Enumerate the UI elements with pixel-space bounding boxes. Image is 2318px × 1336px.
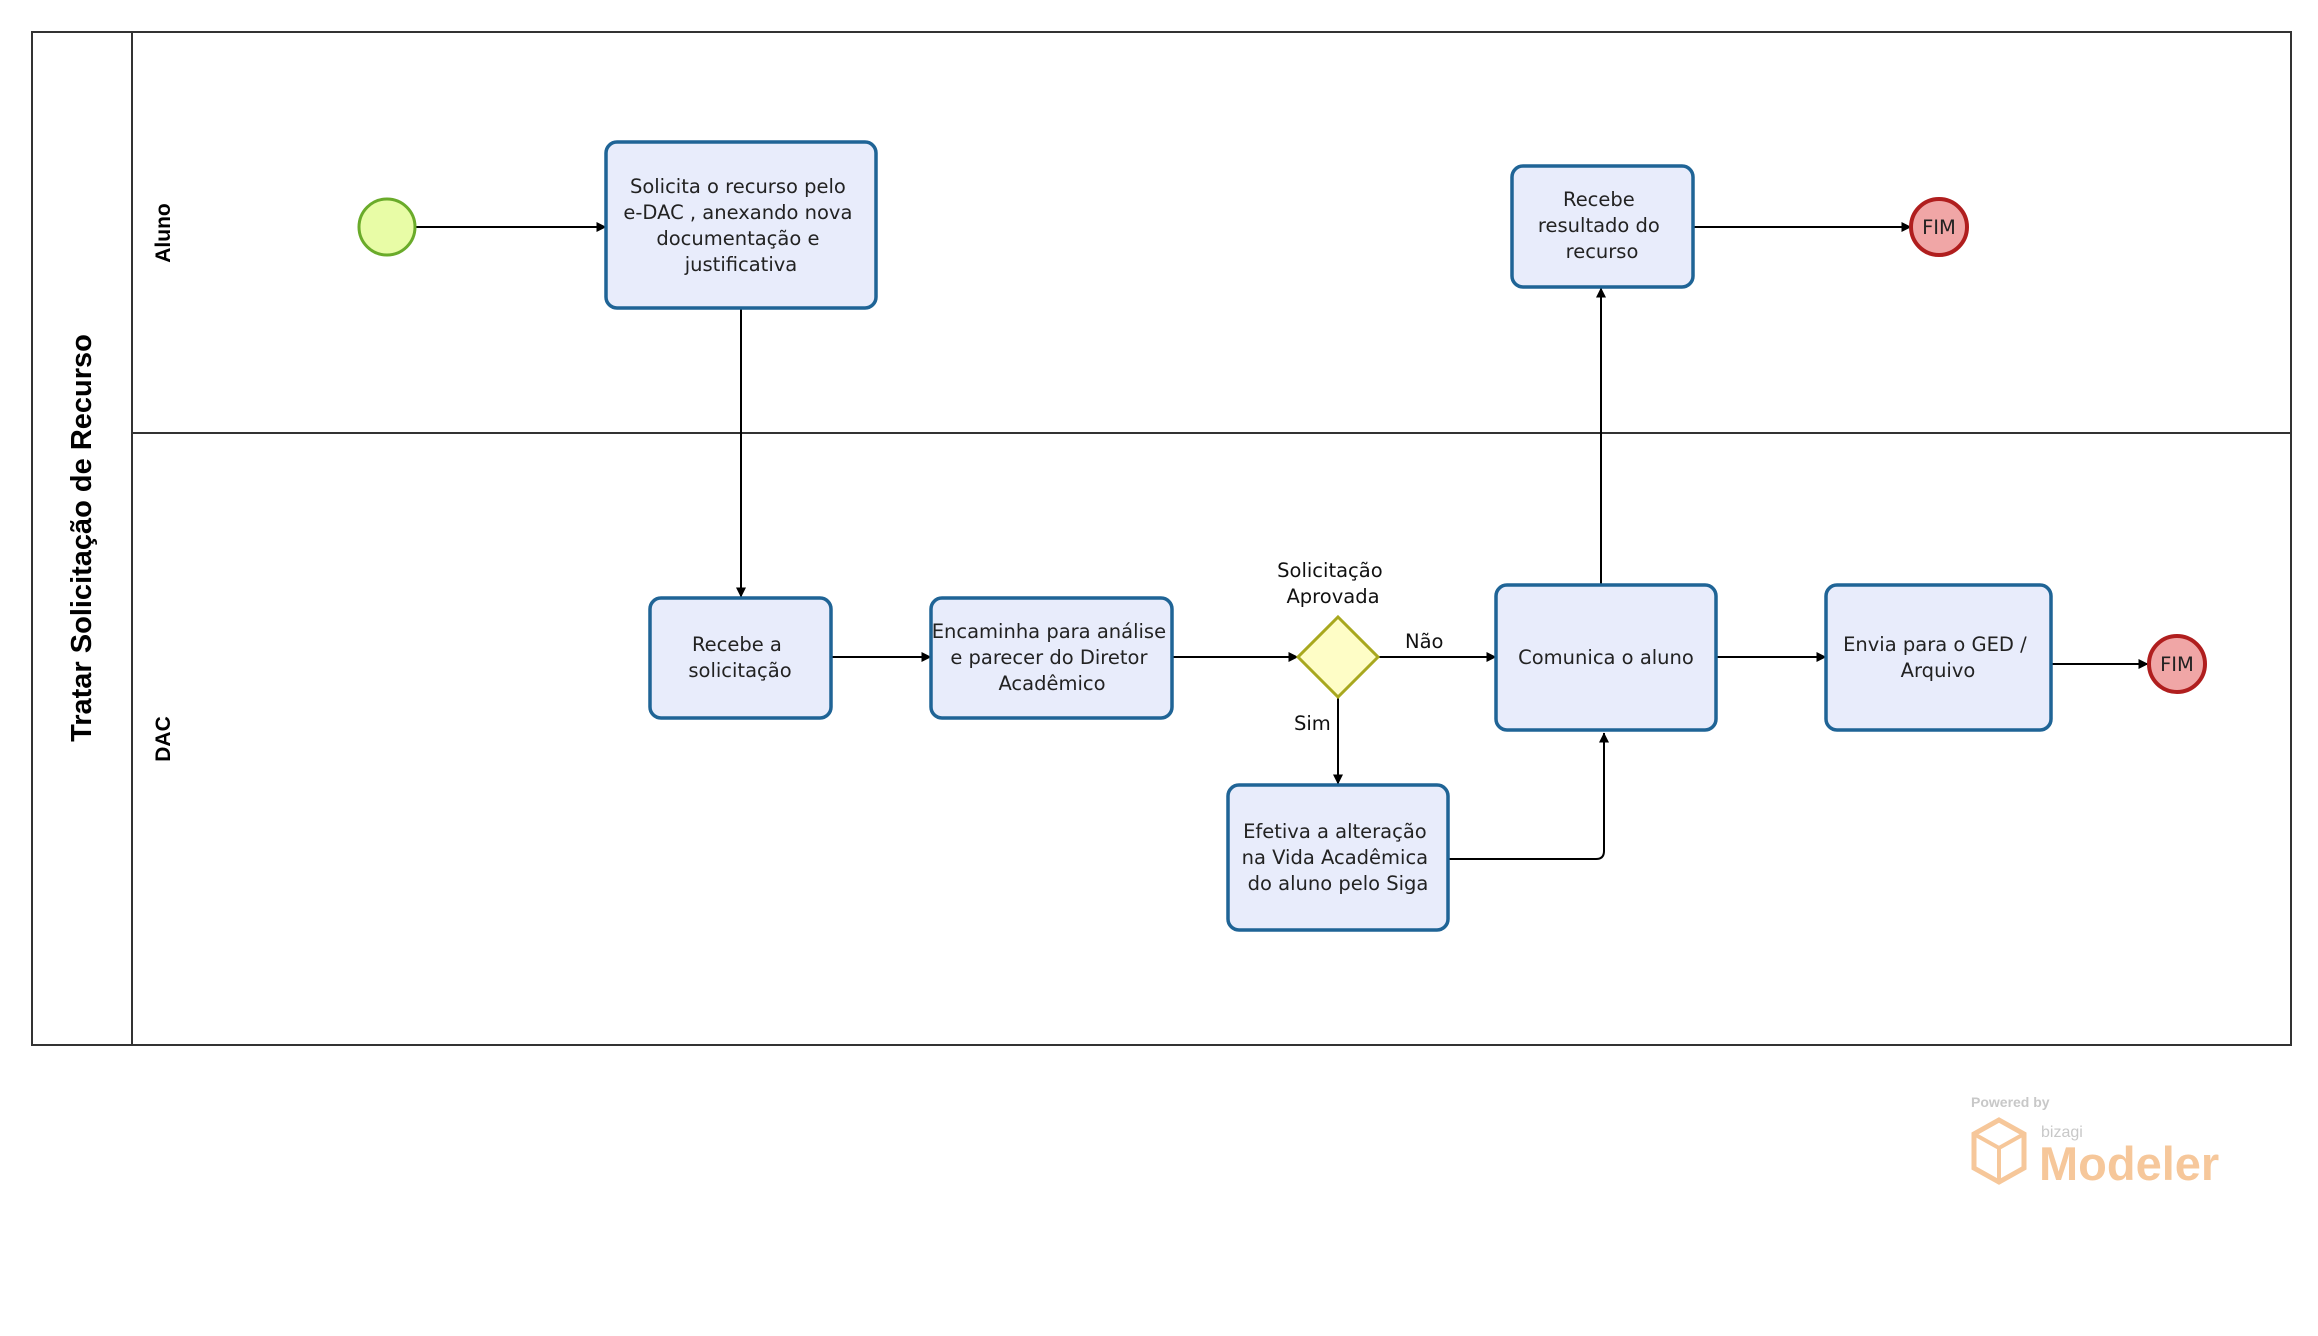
- task-label: Recebe a solicitação: [688, 633, 791, 682]
- end-circle: [2147, 634, 2207, 694]
- lane-title-aluno: Aluno: [152, 203, 175, 262]
- task-box: [648, 596, 833, 720]
- task-box: [604, 140, 878, 310]
- end-event-aluno: FIM: [1909, 197, 1969, 257]
- pool: Tratar Solicitação de Recurso Aluno DAC: [31, 31, 2292, 1046]
- watermark-product: Modeler: [2039, 1137, 2219, 1190]
- task-label: Encaminha para análise e parecer do Dire…: [932, 620, 1173, 695]
- task-envia-ged: Envia para o GED / Arquivo: [1824, 583, 2053, 732]
- bizagi-logo-inner-icon: [1973, 1132, 2025, 1151]
- gateway-yes-label: Sim: [1294, 712, 1331, 735]
- end-label: FIM: [2160, 653, 2194, 676]
- pool-border: [31, 31, 2292, 1046]
- gateway-solicitacao-aprovada: Solicitação Aprovada Não Sim: [1277, 559, 1443, 735]
- task-recebe-resultado: Recebe resultado do recurso: [1510, 164, 1695, 289]
- end-event-dac: FIM: [2147, 634, 2207, 694]
- task-label: Envia para o GED / Arquivo: [1843, 633, 2033, 682]
- task-encaminha-analise: Encaminha para análise e parecer do Dire…: [929, 596, 1174, 720]
- gateway-label: Solicitação Aprovada: [1277, 559, 1389, 608]
- watermark-powered-by: Powered by: [1971, 1094, 2050, 1110]
- task-solicita-recurso: Solicita o recurso pelo e-DAC , anexando…: [604, 140, 878, 310]
- task-box: [1510, 164, 1695, 289]
- gateway-no-label: Não: [1405, 630, 1443, 653]
- end-circle: [1909, 197, 1969, 257]
- task-label: Solicita o recurso pelo e-DAC , anexando…: [623, 175, 858, 276]
- task-label: Efetiva a alteração na Vida Acadêmica do…: [1242, 820, 1435, 895]
- start-event: [357, 197, 417, 257]
- task-efetiva-alteracao: Efetiva a alteração na Vida Acadêmica do…: [1226, 783, 1450, 932]
- lane-title-dac: DAC: [152, 716, 175, 762]
- watermark-brand: bizagi: [2041, 1124, 2083, 1141]
- pool-title: Tratar Solicitação de Recurso: [66, 334, 98, 742]
- gateway-diamond: [1295, 614, 1381, 700]
- task-comunica-aluno: Comunica o aluno: [1494, 583, 1718, 732]
- task-box: [1226, 783, 1450, 932]
- task-box: [1494, 583, 1718, 732]
- task-label: Recebe resultado do recurso: [1538, 188, 1666, 263]
- end-label: FIM: [1922, 216, 1956, 239]
- task-recebe-solicitacao: Recebe a solicitação: [648, 596, 833, 720]
- task-label: Comunica o aluno: [1518, 646, 1694, 669]
- watermark: Powered by bizagi Modeler: [1971, 1094, 2219, 1190]
- task-box: [929, 596, 1174, 720]
- flow-efetiva-to-comunica: [1448, 732, 1609, 860]
- task-box: [1824, 583, 2053, 732]
- sequence-flows: [416, 222, 2149, 860]
